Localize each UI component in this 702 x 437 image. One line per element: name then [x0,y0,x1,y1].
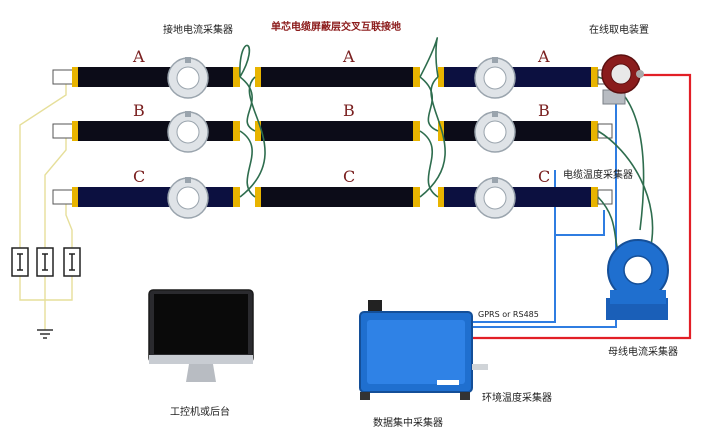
phase-label-b-left: B [133,101,145,120]
phase-label-c-right: C [538,167,550,186]
online-power-device-icon [601,54,644,105]
label-data-collector: 数据集中采集器 [373,418,443,429]
ground-symbol-icon [37,329,53,339]
cable-row-b [52,121,613,141]
link-box-icon [36,247,54,277]
label-bus-ct: 母线电流采集器 [608,347,678,358]
ct-ring-icon [167,177,209,219]
cable-row-a [52,67,613,87]
data-collector-icon [359,300,488,400]
phase-labels: A B C A B C A B C [132,47,550,186]
phase-label-a-left: A [132,47,145,66]
ground-ct-rings [167,57,516,219]
phase-label-c-mid: C [343,167,355,186]
phase-label-a-mid: A [342,47,355,66]
label-temp-collector: 电缆温度采集器 [563,170,633,181]
phase-label-c-left: C [133,167,145,186]
power-wire [470,73,692,340]
label-gprs: GPRS or RS485 [478,310,539,319]
phase-label-b-mid: B [343,101,355,120]
phase-label-a-right: A [537,47,550,66]
ct-ring-icon [167,111,209,153]
link-box-icon [11,247,29,277]
diagram-title: 单芯电缆屏蔽层交叉互联接地 [271,22,401,33]
ct-ring-icon [474,57,516,99]
label-pc: 工控机或后台 [170,407,230,418]
label-ground-ct: 接地电流采集器 [163,25,233,36]
phase-label-b-right: B [538,101,550,120]
bus-ct-icon [606,239,669,320]
label-env-collector: 环境温度采集器 [482,393,552,404]
cable-row-c [52,187,613,207]
ct-ring-icon [474,111,516,153]
label-power-device: 在线取电装置 [589,25,649,36]
pc-monitor-icon [148,289,254,382]
ct-ring-icon [474,177,516,219]
ground-wires [19,75,73,330]
ct-ring-icon [167,57,209,99]
link-box-icon [63,247,81,277]
ground-link-boxes [11,247,81,277]
